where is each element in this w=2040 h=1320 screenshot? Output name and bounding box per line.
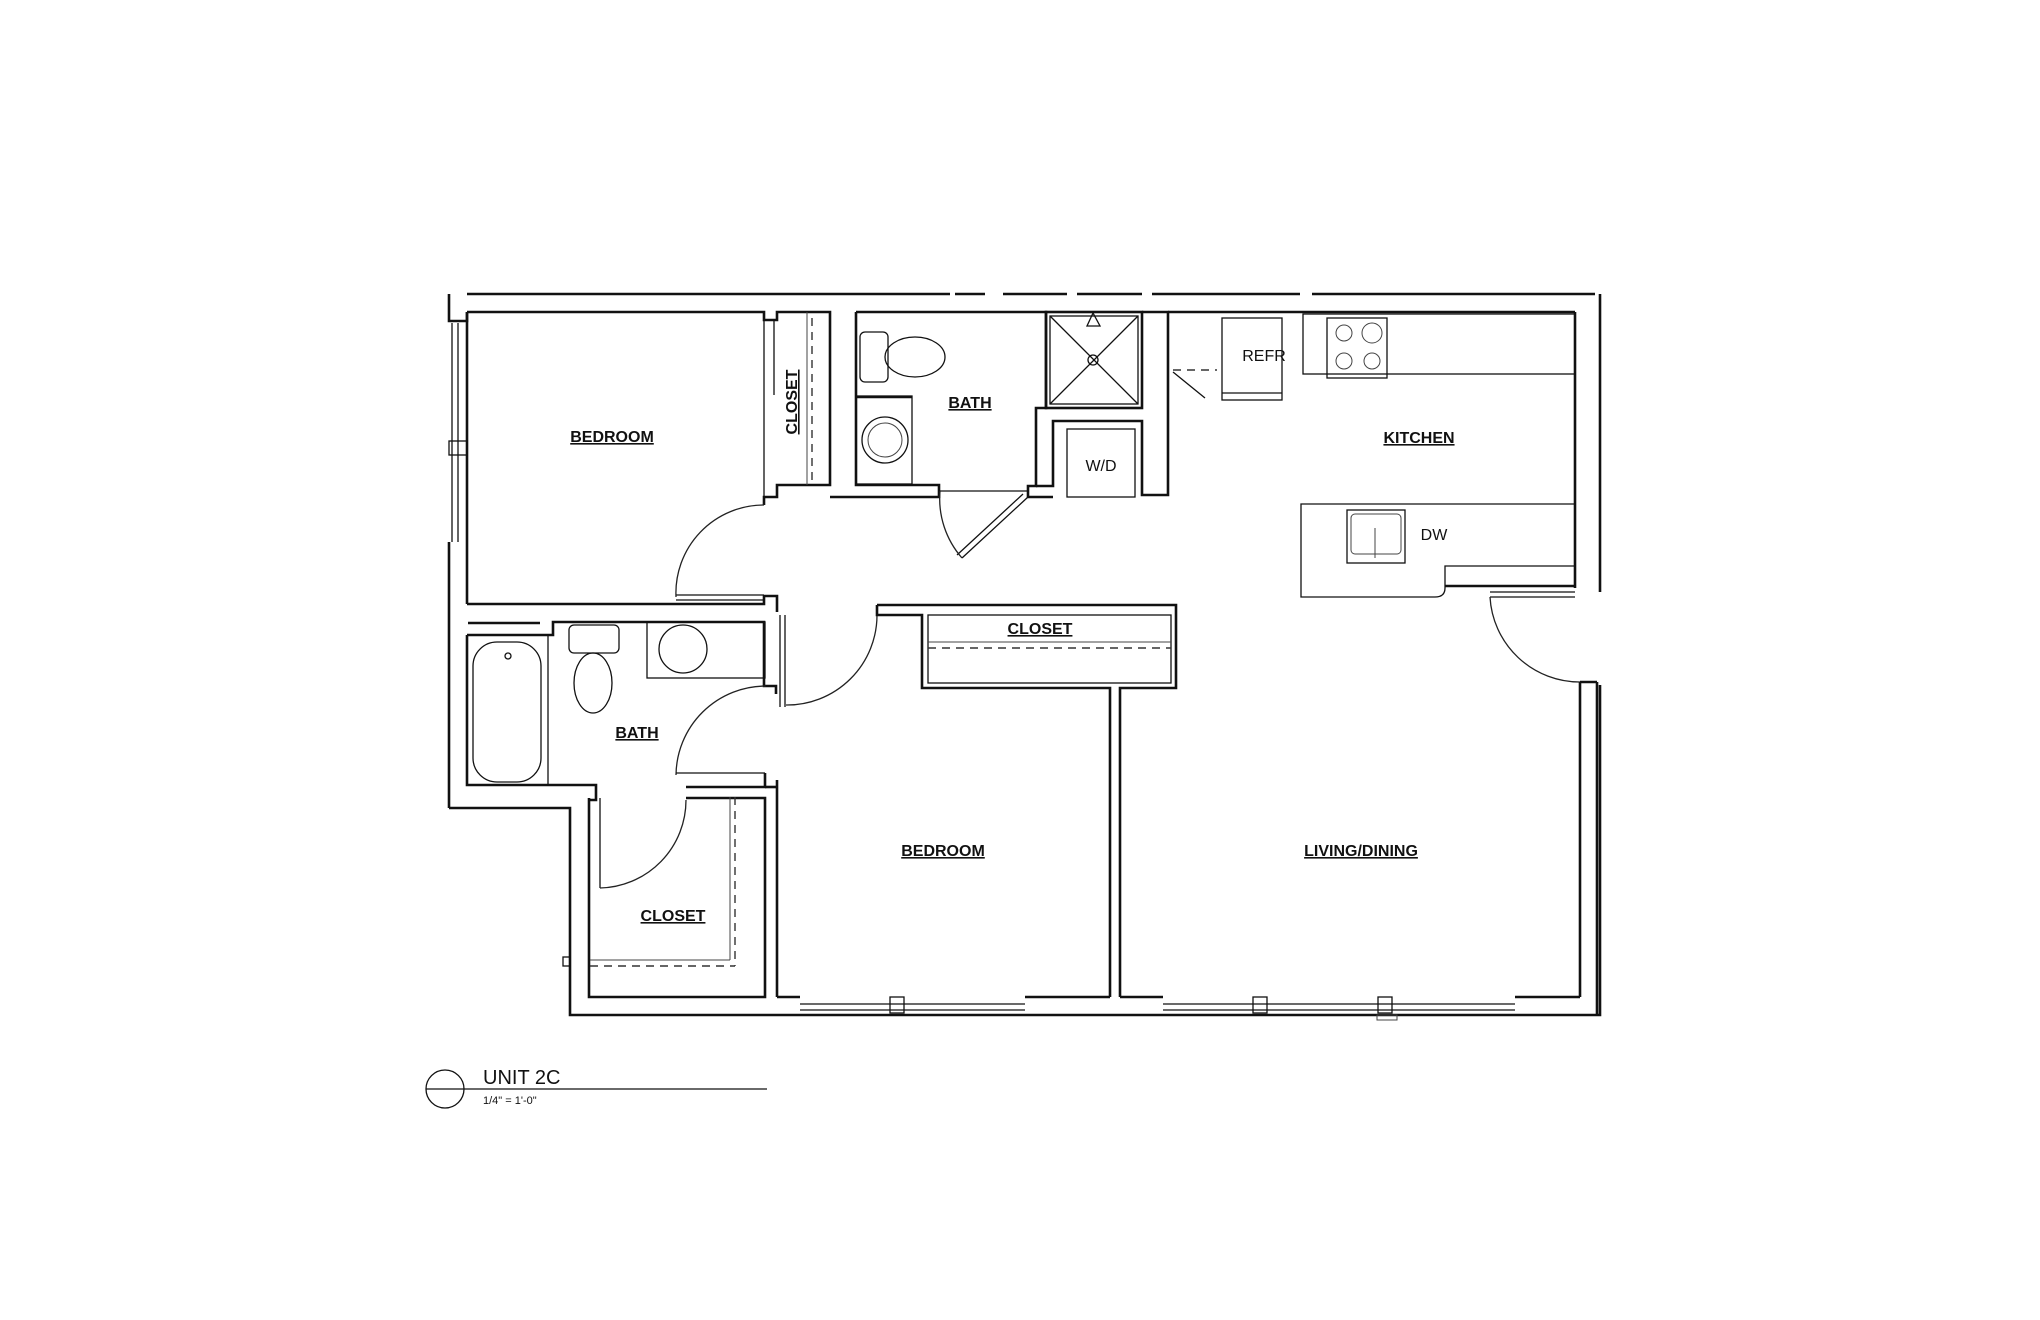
toilet-tank-icon xyxy=(568,624,620,654)
title-block: UNIT 2C 1/4" = 1'-0" xyxy=(425,1067,767,1109)
closet-shelf xyxy=(927,614,1172,684)
washer-dryer-icon xyxy=(1066,428,1136,498)
label-kitchen: KITCHEN xyxy=(1383,430,1454,447)
counter xyxy=(1302,313,1576,375)
label-bath-1: BATH xyxy=(948,395,991,412)
label-refrigerator: REFR xyxy=(1242,348,1286,365)
label-closet-3: CLOSET xyxy=(1008,621,1073,638)
toilet-bowl-icon xyxy=(884,336,946,378)
sink-icon xyxy=(658,624,708,674)
top-exterior-wall xyxy=(467,292,1602,592)
sink-icon xyxy=(861,416,909,464)
label-closet-1: CLOSET xyxy=(784,369,801,434)
left-exterior-wall xyxy=(447,294,1602,1017)
plan-title: UNIT 2C xyxy=(483,1067,560,1089)
refrigerator-icon xyxy=(1221,317,1283,401)
bedroom-1-walls xyxy=(467,310,832,612)
plan-scale: 1/4" = 1'-0" xyxy=(483,1095,537,1107)
bottom-windows xyxy=(777,995,1580,1021)
bath-2 xyxy=(465,620,779,997)
label-closet-2: CLOSET xyxy=(641,908,706,925)
kitchen-sink-icon xyxy=(1346,509,1406,564)
label-washer-dryer: W/D xyxy=(1085,458,1116,475)
closet-walkin xyxy=(562,796,767,999)
island-counter xyxy=(1300,503,1576,598)
range-icon xyxy=(1326,317,1388,379)
label-dishwasher: DW xyxy=(1421,527,1449,544)
label-living-dining: LIVING/DINING xyxy=(1304,843,1418,860)
shower-icon xyxy=(1044,310,1144,410)
bath-1-walls xyxy=(830,310,1144,559)
living-dining-walls xyxy=(1578,680,1599,1015)
bathtub-icon xyxy=(472,641,542,783)
label-bedroom-1: BEDROOM xyxy=(570,429,654,446)
toilet-tank-icon xyxy=(859,331,889,383)
label-bath-2: BATH xyxy=(615,725,658,742)
bedroom-2 xyxy=(779,603,1178,997)
label-bedroom-2: BEDROOM xyxy=(901,843,985,860)
toilet-bowl-icon xyxy=(573,652,613,714)
washer-dryer-closet xyxy=(1030,310,1170,499)
kitchen xyxy=(1168,310,1581,683)
